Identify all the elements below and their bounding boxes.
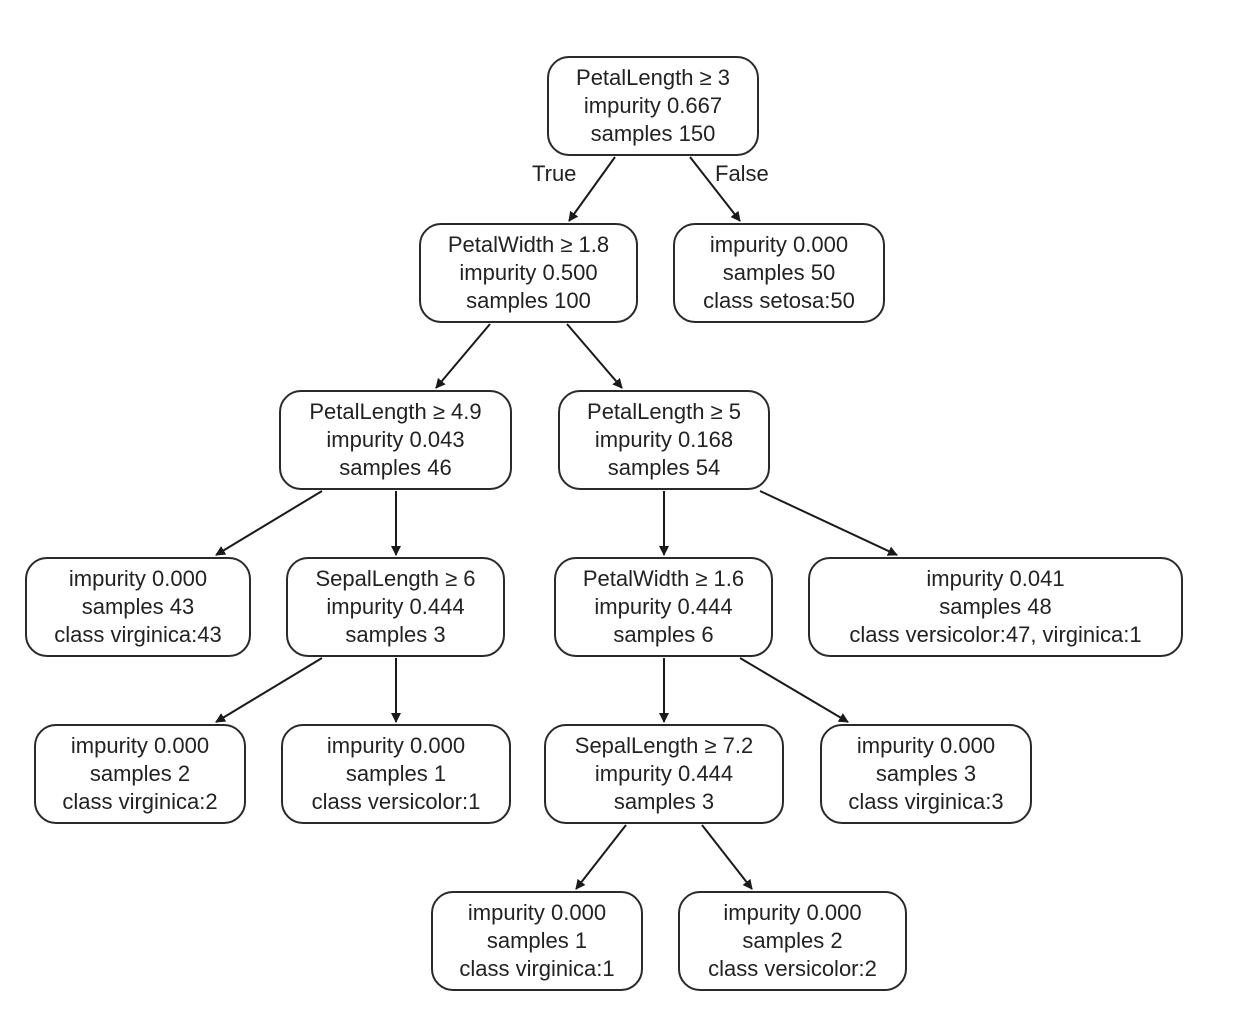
node-samples: samples 150 — [590, 121, 716, 146]
edge-petallength-5-to-versicolor-47 — [759, 490, 898, 556]
edge-sepallength-6-to-virginica-2 — [215, 657, 323, 723]
node-class: class versicolor:2 — [708, 956, 877, 981]
node-petalwidth-1.8: PetalWidth ≥ 1.8 impurity 0.500 samples … — [419, 223, 638, 323]
edge-sepallength-7.2-to-virginica-1 — [575, 824, 627, 890]
node-split-label: PetalWidth ≥ 1.6 — [582, 566, 745, 591]
node-samples: samples 48 — [939, 594, 1052, 619]
node-impurity: impurity 0.043 — [326, 427, 465, 452]
edge-petalwidth-1.8-to-petallength-4.9 — [435, 323, 491, 389]
node-sepallength-7.2: SepalLength ≥ 7.2 impurity 0.444 samples… — [544, 724, 784, 824]
node-class: class virginica:3 — [848, 789, 1004, 814]
node-root-petallength-3: PetalLength ≥ 3 impurity 0.667 samples 1… — [547, 56, 759, 156]
node-impurity: impurity 0.041 — [926, 566, 1065, 591]
node-impurity: impurity 0.444 — [594, 594, 733, 619]
node-samples: samples 50 — [722, 260, 836, 285]
leaf-virginica-2: impurity 0.000 samples 2 class virginica… — [34, 724, 246, 824]
node-split-label: SepalLength ≥ 6 — [315, 566, 476, 591]
node-samples: samples 3 — [345, 622, 446, 647]
node-split-label: PetalLength ≥ 3 — [576, 65, 730, 90]
node-impurity: impurity 0.000 — [70, 733, 210, 758]
leaf-setosa-50: impurity 0.000 samples 50 class setosa:5… — [673, 223, 885, 323]
edge-label-true: True — [532, 161, 577, 186]
edge-petallength-4.9-to-virginica-43 — [215, 490, 323, 556]
edge-label-false: False — [715, 161, 769, 186]
node-class: class versicolor:1 — [311, 789, 481, 814]
node-impurity: impurity 0.000 — [723, 900, 862, 925]
node-petalwidth-1.6: PetalWidth ≥ 1.6 impurity 0.444 samples … — [554, 557, 773, 657]
node-samples: samples 2 — [89, 761, 191, 786]
node-split-label: SepalLength ≥ 7.2 — [574, 733, 754, 758]
leaf-versicolor-1: impurity 0.000 samples 1 class versicolo… — [281, 724, 511, 824]
node-impurity: impurity 0.000 — [709, 232, 849, 257]
edge-root-to-setosa-leaf — [689, 156, 741, 222]
node-impurity: impurity 0.000 — [856, 733, 996, 758]
leaf-versicolor-2: impurity 0.000 samples 2 class versicolo… — [678, 891, 907, 991]
node-samples: samples 3 — [875, 761, 977, 786]
node-impurity: impurity 0.168 — [594, 427, 734, 452]
edge-sepallength-7.2-to-versicolor-2 — [701, 824, 753, 890]
leaf-virginica-3: impurity 0.000 samples 3 class virginica… — [820, 724, 1032, 824]
node-impurity: impurity 0.444 — [594, 761, 734, 786]
node-class: class virginica:1 — [459, 956, 615, 981]
node-petallength-5: PetalLength ≥ 5 impurity 0.168 samples 5… — [558, 390, 770, 490]
node-class: class virginica:2 — [62, 789, 218, 814]
node-sepallength-6: SepalLength ≥ 6 impurity 0.444 samples 3 — [286, 557, 505, 657]
node-impurity: impurity 0.667 — [583, 93, 723, 118]
node-impurity: impurity 0.444 — [326, 594, 465, 619]
node-split-label: PetalLength ≥ 5 — [587, 399, 741, 424]
node-split-label: PetalWidth ≥ 1.8 — [447, 232, 610, 257]
node-class: class versicolor:47, virginica:1 — [849, 622, 1142, 647]
node-petallength-4.9: PetalLength ≥ 4.9 impurity 0.043 samples… — [279, 390, 512, 490]
node-samples: samples 2 — [742, 928, 843, 953]
edge-root-to-petalwidth-1.8 — [568, 156, 616, 222]
node-impurity: impurity 0.000 — [467, 900, 607, 925]
edge-petalwidth-1.8-to-petallength-5 — [566, 323, 623, 389]
node-split-label: PetalLength ≥ 4.9 — [309, 399, 482, 424]
node-class: class virginica:43 — [54, 622, 222, 647]
node-samples: samples 1 — [486, 928, 588, 953]
leaf-versicolor-47-virginica-1: impurity 0.041 samples 48 class versicol… — [808, 557, 1183, 657]
edge-petalwidth-1.6-to-virginica-3 — [739, 657, 849, 723]
node-impurity: impurity 0.000 — [326, 733, 466, 758]
node-samples: samples 54 — [607, 455, 721, 480]
node-samples: samples 46 — [339, 455, 452, 480]
node-impurity: impurity 0.500 — [459, 260, 598, 285]
node-samples: samples 43 — [81, 594, 195, 619]
node-samples: samples 6 — [613, 622, 714, 647]
node-impurity: impurity 0.000 — [68, 566, 208, 591]
leaf-virginica-43: impurity 0.000 samples 43 class virginic… — [25, 557, 251, 657]
node-samples: samples 100 — [466, 288, 591, 313]
node-samples: samples 3 — [613, 789, 715, 814]
node-class: class setosa:50 — [703, 288, 855, 313]
node-samples: samples 1 — [345, 761, 447, 786]
leaf-virginica-1: impurity 0.000 samples 1 class virginica… — [431, 891, 643, 991]
